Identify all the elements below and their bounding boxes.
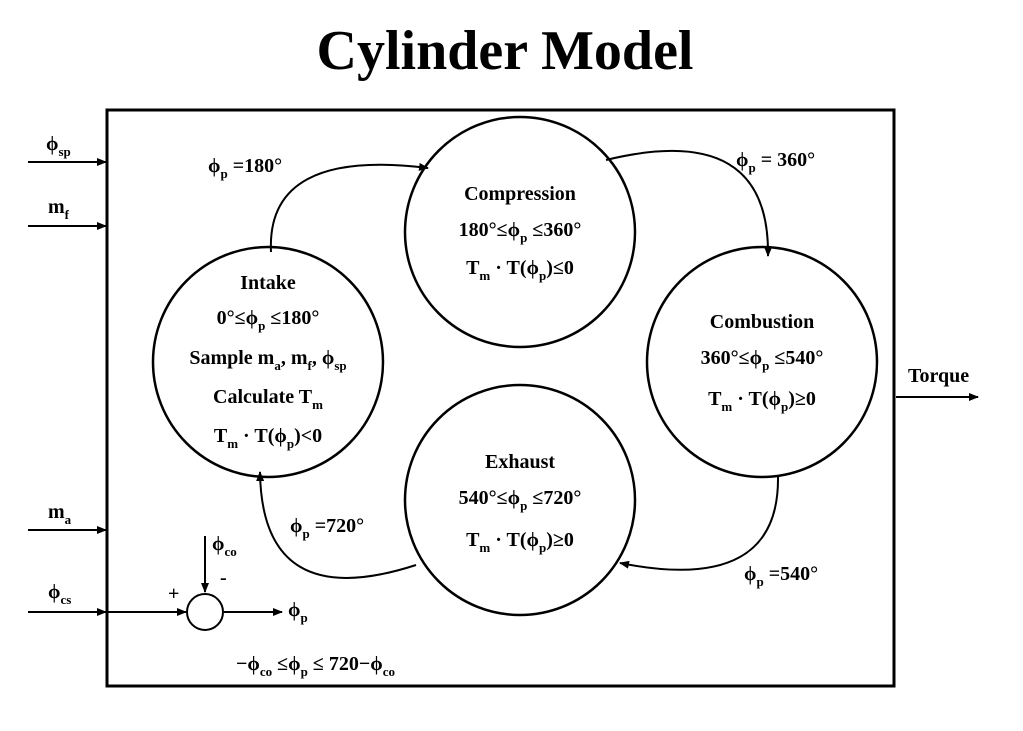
combustion-range: 360°≤ϕp ≤540°	[701, 347, 824, 373]
compression-name: Compression	[464, 183, 576, 205]
compression-range: 180°≤ϕp ≤360°	[459, 219, 582, 245]
exhaust-name: Exhaust	[485, 451, 555, 473]
phase-constraint: −ϕco ≤ϕp ≤ 720−ϕco	[236, 653, 395, 679]
summer-plus-sign: +	[168, 583, 179, 605]
output-label-torque: Torque	[908, 365, 969, 387]
diagram-title: Cylinder Model	[316, 20, 694, 82]
compression-condition: Tm · T(ϕp)≤0	[466, 257, 574, 283]
summer-minus-sign: -	[220, 567, 227, 589]
transition-intake-compression	[269, 162, 429, 253]
transition-label-540: ϕp =540°	[744, 563, 818, 589]
input-label-m-f: mf	[48, 196, 70, 222]
combustion-condition: Tm · T(ϕp)≥0	[708, 388, 816, 414]
transition-compression-combustion	[605, 149, 773, 257]
intake-sample: Sample ma, mf, ϕsp	[189, 347, 346, 373]
transition-label-180: ϕp =180°	[208, 155, 282, 181]
input-label-m-a: ma	[48, 501, 72, 527]
transition-exhaust-intake	[256, 471, 417, 579]
intake-range: 0°≤ϕp ≤180°	[217, 307, 320, 333]
intake-state	[151, 245, 385, 479]
exhaust-condition: Tm · T(ϕp)≥0	[466, 529, 574, 555]
combustion-state	[645, 245, 879, 479]
transition-label-360: ϕp = 360°	[736, 149, 815, 175]
summing-junction	[186, 593, 224, 631]
compression-state	[403, 115, 637, 349]
intake-condition: Tm · T(ϕp)<0	[214, 425, 322, 451]
input-label-phi-sp: ϕsp	[46, 133, 71, 159]
exhaust-state	[403, 383, 637, 617]
transition-label-720: ϕp =720°	[290, 515, 364, 541]
model-box	[105, 108, 896, 688]
summer-output-label: ϕp	[288, 599, 308, 625]
combustion-name: Combustion	[710, 311, 814, 333]
intake-calculate: Calculate Tm	[213, 386, 323, 412]
transition-combustion-exhaust	[619, 475, 780, 571]
exhaust-range: 540°≤ϕp ≤720°	[459, 487, 582, 513]
input-label-phi-cs: ϕcs	[48, 581, 71, 607]
summer-label-phi-co: ϕco	[212, 533, 237, 559]
intake-name: Intake	[240, 272, 296, 294]
